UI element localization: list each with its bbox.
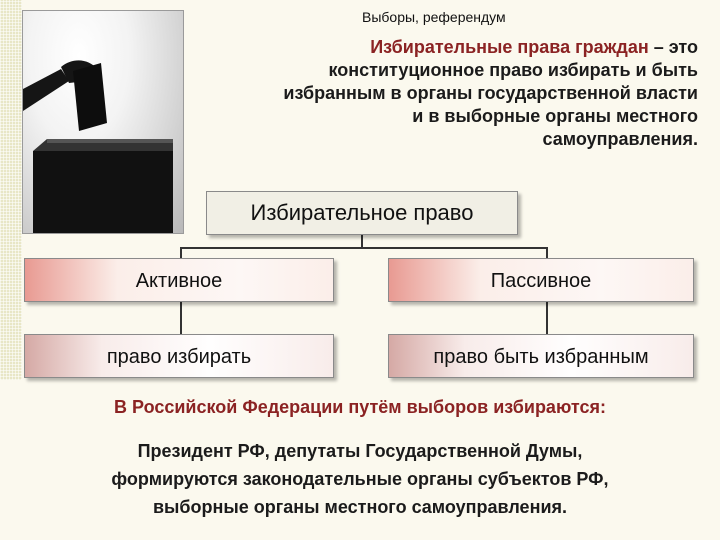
active-right-box: Активное xyxy=(24,258,334,302)
connector-root-down xyxy=(361,235,363,248)
definition-text: Избирательные права граждан – это консти… xyxy=(186,36,698,151)
connector-right-mid xyxy=(546,302,548,334)
definition-line-1: Избирательные права граждан – это xyxy=(186,36,698,59)
rf-elections-line-1: Президент РФ, депутаты Государственной Д… xyxy=(137,441,583,461)
definition-term: Избирательные права граждан xyxy=(370,37,649,57)
definition-line-5: самоуправления. xyxy=(542,129,698,149)
definition-line-1-rest: – это xyxy=(648,37,698,57)
definition-line-3: избранным в органы государственной власт… xyxy=(283,83,698,103)
rf-elections-list: Президент РФ, депутаты Государственной Д… xyxy=(0,437,720,521)
rf-elections-line-2: формируются законодательные органы субъе… xyxy=(111,469,609,489)
rf-elections-line-3: выборные органы местного самоуправления. xyxy=(152,497,568,517)
connector-left-mid xyxy=(180,302,182,334)
connector-left-down xyxy=(180,247,182,258)
slide-subtitle: Выборы, референдум xyxy=(362,9,506,25)
passive-right-box: Пассивное xyxy=(388,258,694,302)
rf-elections-heading: В Российской Федерации путём выборов изб… xyxy=(114,397,606,417)
electoral-law-box: Избирательное право xyxy=(206,191,518,235)
ballot-box-photo xyxy=(22,10,184,234)
connector-horizontal xyxy=(180,247,548,249)
ballot-hand-illustration xyxy=(23,60,173,233)
connector-right-down xyxy=(546,247,548,258)
definition-line-4: и в выборные органы местного xyxy=(412,106,698,126)
passive-right-desc-box: право быть избранным xyxy=(388,334,694,378)
definition-line-2: конституционное право избирать и быть xyxy=(328,60,698,80)
active-right-desc-box: право избирать xyxy=(24,334,334,378)
decorative-stripe xyxy=(0,0,22,380)
